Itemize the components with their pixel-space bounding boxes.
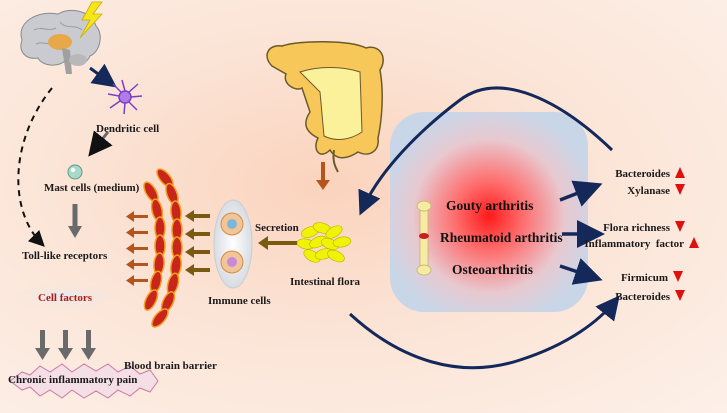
effect-text: Bacteroides — [615, 168, 670, 180]
barrier-left-arrows — [126, 211, 148, 286]
bone-icon — [416, 200, 432, 276]
effect-text: Firmicum — [620, 272, 668, 284]
effect-2-line-2: Inflammatory factor — [584, 237, 699, 250]
mast-cells-label: Mast cells (medium) — [44, 182, 140, 194]
effect-text: Xylanase — [627, 185, 670, 197]
dendritic-cell-icon — [107, 79, 143, 115]
blood-brain-barrier-label: Blood brain barrier — [124, 360, 217, 372]
arrow-up-icon — [675, 167, 685, 178]
downstream-arrows — [35, 330, 96, 360]
blood-brain-barrier-icon — [143, 168, 183, 328]
brain-icon — [20, 10, 101, 74]
secretion-label: Secretion — [255, 222, 299, 234]
immune-cell-icon — [213, 199, 253, 289]
effect-text: Bacteroides — [615, 291, 670, 303]
chronic-pain-label: Chronic inflammatory pain — [8, 374, 138, 386]
effect-text: Inflammatory factor — [584, 238, 684, 250]
arrow-up-icon — [689, 237, 699, 248]
disease-gouty: Gouty arthritis — [446, 198, 534, 213]
arrow-down-icon — [675, 290, 685, 301]
effect-2-line-1: Flora richness — [603, 221, 685, 234]
arrow-down-icon — [675, 184, 685, 195]
arrow-down-icon — [673, 271, 683, 282]
cell-factors-label: Cell factors — [38, 292, 93, 304]
effect-3-line-2: Bacteroides — [615, 290, 685, 303]
pain-starburst — [9, 363, 159, 399]
effect-text: Flora richness — [603, 222, 670, 234]
immune-to-barrier-arrows — [185, 210, 210, 276]
mast-cell-icon — [67, 164, 83, 180]
intestinal-flora-label: Intestinal flora — [290, 276, 360, 288]
disease-rheumatoid: Rheumatoid arthritis — [440, 230, 563, 245]
lightning-icon — [79, 1, 103, 39]
cell-factors-glow — [7, 283, 123, 311]
effect-1-line-1: Bacteroides — [615, 167, 685, 180]
effect-1-line-2: Xylanase — [627, 184, 685, 197]
disease-osteo: Osteoarthritis — [452, 262, 533, 277]
disease-panel — [390, 112, 588, 312]
arrow-down-icon — [675, 221, 685, 232]
flora-icon — [296, 222, 352, 263]
dendritic-cell-label: Dendritic cell — [96, 123, 160, 135]
intestine-icon — [266, 41, 384, 173]
immune-cells-label: Immune cells — [208, 295, 271, 307]
toll-like-receptors-label: Toll-like receptors — [22, 250, 108, 262]
effect-3-line-1: Firmicum — [621, 271, 683, 284]
